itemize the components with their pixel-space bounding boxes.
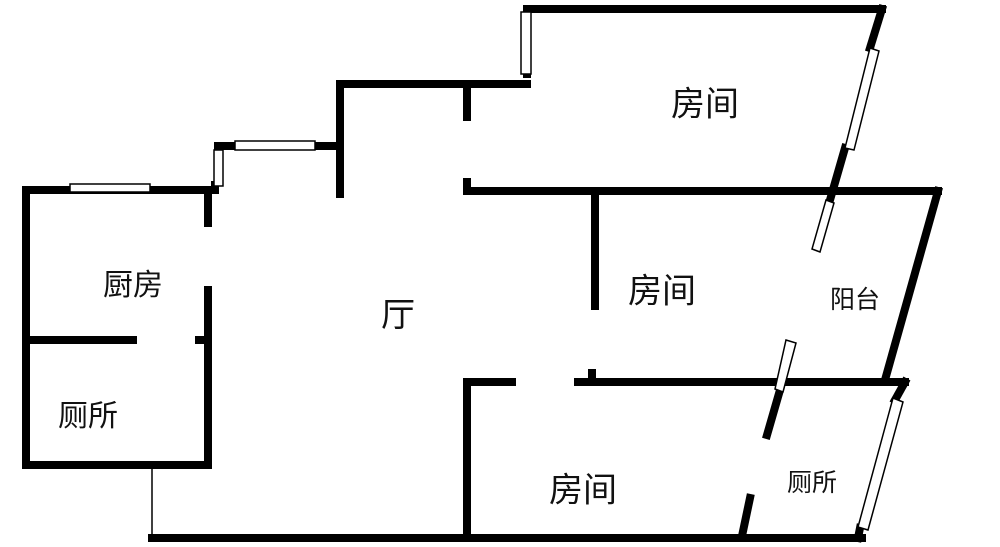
windows xyxy=(69,11,904,531)
window xyxy=(844,47,880,151)
window xyxy=(811,199,835,253)
room-label-toilet-right: 厕所 xyxy=(786,468,838,497)
walls xyxy=(22,4,943,543)
room-label-bedroom-top: 房间 xyxy=(671,84,739,125)
window xyxy=(234,140,316,151)
room-label-bedroom-bottom: 房间 xyxy=(549,470,617,511)
window xyxy=(69,183,151,193)
window xyxy=(213,149,224,187)
room-label-bedroom-middle: 房间 xyxy=(628,271,696,312)
wall xyxy=(523,5,886,78)
room-label-toilet-left: 厕所 xyxy=(58,399,118,434)
wall xyxy=(22,186,219,469)
wall xyxy=(762,385,785,440)
wall xyxy=(889,376,911,406)
room-label-balcony: 阳台 xyxy=(829,285,881,314)
window xyxy=(857,396,904,531)
window xyxy=(520,11,532,75)
window xyxy=(774,339,797,393)
wall xyxy=(880,186,943,385)
room-label-kitchen: 厨房 xyxy=(103,268,163,303)
wall xyxy=(865,4,887,53)
wall xyxy=(737,493,755,541)
room-label-living-room: 厅 xyxy=(381,295,415,336)
